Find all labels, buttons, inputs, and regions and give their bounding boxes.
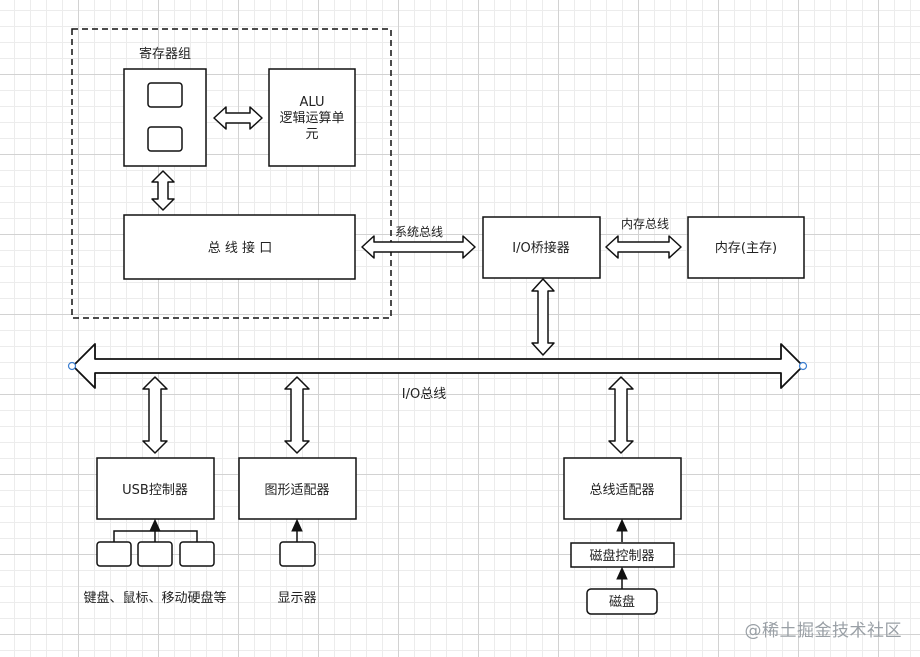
io-bus-arrow (72, 343, 804, 389)
usb-connector-arrowhead (149, 518, 161, 532)
memory-bus-arrow (605, 235, 682, 259)
disk-box (586, 588, 658, 615)
watermark: @稀土掘金技术社区 (744, 621, 902, 641)
system-bus-label: 系统总线 (395, 225, 443, 239)
io-bus-handle-left[interactable] (67, 361, 77, 371)
usb-bus-arrow (142, 376, 168, 454)
usb-devices-label: 键盘、鼠标、移动硬盘等 (83, 590, 226, 606)
disk-controller-label: 磁盘控制器 (589, 548, 654, 564)
memory-box (687, 216, 805, 279)
alu-label-line1: ALU (299, 95, 324, 110)
bus-adapter-arrow (608, 376, 634, 454)
display-device (279, 541, 316, 567)
register-group-label: 寄存器组 (139, 46, 191, 62)
io-bridge-box (482, 216, 601, 279)
usb-controller-label: USB控制器 (122, 483, 188, 498)
system-bus-arrow (361, 235, 476, 259)
bus-adapter-box (563, 457, 682, 520)
graphics-adapter-label: 图形适配器 (264, 483, 329, 498)
register-alu-arrow (213, 106, 263, 130)
io-bridge-label: I/O桥接器 (512, 240, 569, 256)
usb-device-1 (96, 541, 132, 567)
io-bus-handle-right[interactable] (798, 361, 808, 371)
io-bridge-bus-arrow (531, 278, 555, 356)
graphics-adapter-box (238, 457, 357, 520)
cpu-container (71, 28, 392, 319)
disk-controller-arrowhead (616, 518, 628, 532)
disk-controller-box (570, 542, 675, 568)
bus-interface-box (123, 214, 356, 280)
alu-label-line2: 逻辑运算单 (279, 111, 344, 126)
memory-label: 内存(主存) (715, 240, 777, 256)
usb-device-3 (179, 541, 215, 567)
register-bus-interface-arrow (151, 170, 175, 211)
io-bus-label: I/O总线 (402, 387, 446, 402)
usb-device-2 (137, 541, 173, 567)
alu-label-line3: 元 (305, 127, 318, 142)
display-label: 显示器 (277, 591, 316, 606)
disk-connector-arrowhead (616, 566, 628, 580)
alu-box (268, 68, 356, 167)
bus-adapter-label: 总线适配器 (589, 483, 654, 498)
usb-controller-box (96, 457, 215, 520)
register-slot-1 (147, 82, 183, 108)
memory-bus-label: 内存总线 (621, 217, 669, 231)
register-slot-2 (147, 126, 183, 152)
bus-interface-label: 总 线 接 口 (208, 240, 272, 256)
graphics-bus-arrow (284, 376, 310, 454)
disk-label: 磁盘 (609, 594, 635, 610)
display-connector-arrowhead (291, 518, 303, 532)
